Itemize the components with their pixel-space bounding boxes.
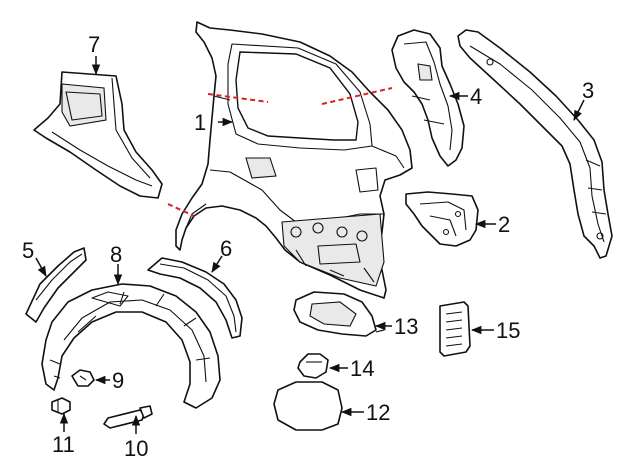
callout-12: 12	[366, 400, 390, 425]
cut-line-3	[167, 203, 195, 217]
part-2-bracket	[405, 191, 479, 247]
callout-3: 3	[582, 78, 594, 103]
cut-line-1	[207, 93, 269, 103]
callout-13: 13	[394, 314, 418, 339]
part-4-reinforcement	[391, 29, 465, 167]
part-11-bolt	[51, 397, 71, 415]
cut-line-2	[321, 87, 393, 105]
leader-line-3	[573, 99, 585, 121]
leader-line-6	[211, 255, 223, 273]
callout-5: 5	[22, 238, 34, 263]
part-14-clip	[297, 353, 329, 379]
callout-2: 2	[498, 212, 510, 237]
part-13-fuel-housing	[293, 291, 385, 337]
part-10-screw	[103, 405, 153, 429]
callout-14: 14	[350, 356, 374, 381]
part-12-fuel-door	[273, 381, 343, 431]
part-7-wheelhouse-inner	[33, 71, 163, 199]
part-15-vent	[439, 301, 471, 357]
part-1-quarter-panel	[175, 21, 413, 299]
callout-15: 15	[496, 318, 520, 343]
callout-7: 7	[88, 32, 100, 57]
callout-9: 9	[112, 368, 124, 393]
part-8-wheelhouse-liner	[41, 283, 221, 409]
leader-line-5	[35, 257, 47, 277]
callout-4: 4	[470, 84, 482, 109]
part-9-push-pin	[71, 369, 95, 387]
callout-10: 10	[124, 436, 148, 461]
callout-6: 6	[220, 236, 232, 261]
part-6-wheel-lip	[147, 257, 243, 339]
part-3-pillar	[457, 29, 613, 259]
callout-11: 11	[52, 432, 75, 457]
callout-1: 1	[194, 110, 206, 135]
callout-8: 8	[110, 242, 122, 267]
part-5-trim-strip	[25, 247, 87, 323]
